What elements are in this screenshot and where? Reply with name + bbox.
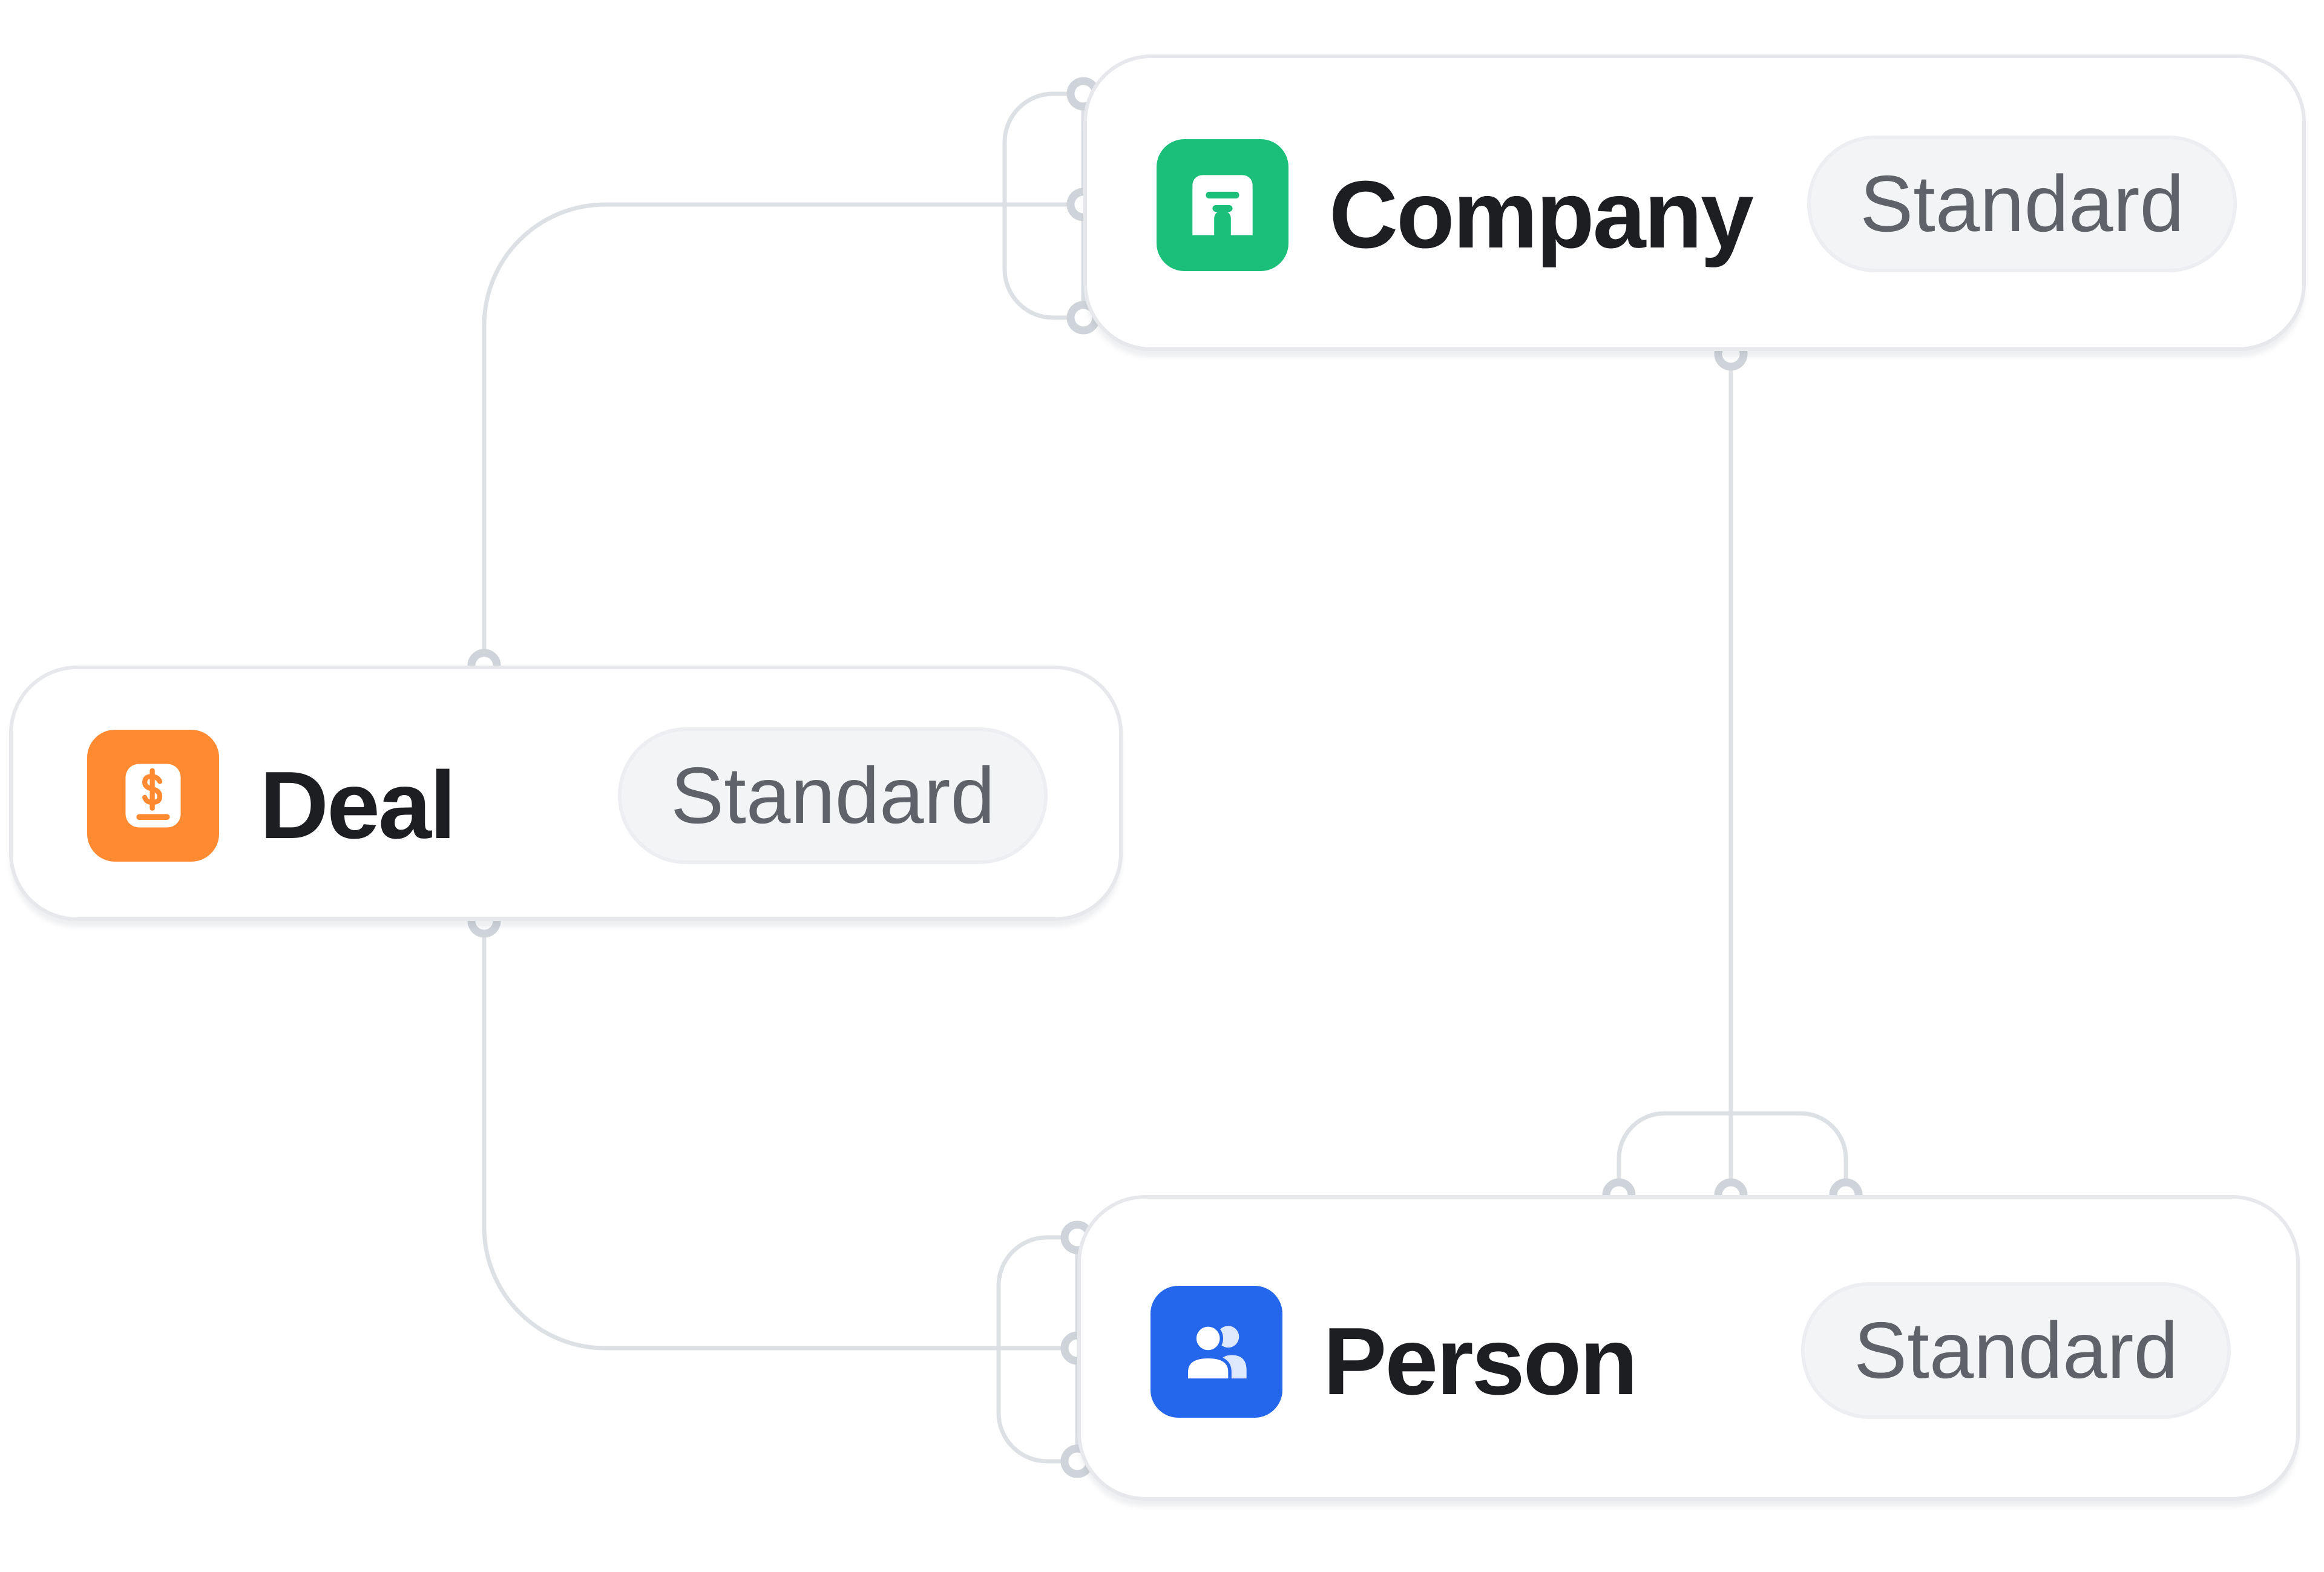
dollar-receipt-icon (125, 764, 181, 828)
company-icon-tile (1157, 139, 1288, 271)
node-person[interactable]: Person Standard (1077, 1195, 2300, 1501)
node-deal[interactable]: Deal Standard (9, 666, 1123, 921)
deal-title: Deal (260, 752, 456, 859)
company-title: Company (1329, 162, 1754, 268)
person-title: Person (1323, 1308, 1638, 1415)
edge-person-top-arch (1617, 1111, 1848, 1197)
deal-icon-tile (87, 730, 219, 862)
edge-deal-person (482, 919, 1080, 1351)
building-icon (1192, 175, 1253, 235)
node-company[interactable]: Company Standard (1083, 54, 2306, 351)
person-type-badge: Standard (1801, 1282, 2231, 1419)
edge-company-deal (482, 202, 1086, 668)
person-icon-tile (1151, 1286, 1282, 1418)
edge-person-self-loop-left (996, 1235, 1080, 1464)
people-icon (1184, 1323, 1247, 1382)
deal-type-badge: Standard (618, 727, 1048, 864)
company-type-badge: Standard (1807, 136, 2237, 272)
edge-company-self-loop (1002, 91, 1086, 320)
